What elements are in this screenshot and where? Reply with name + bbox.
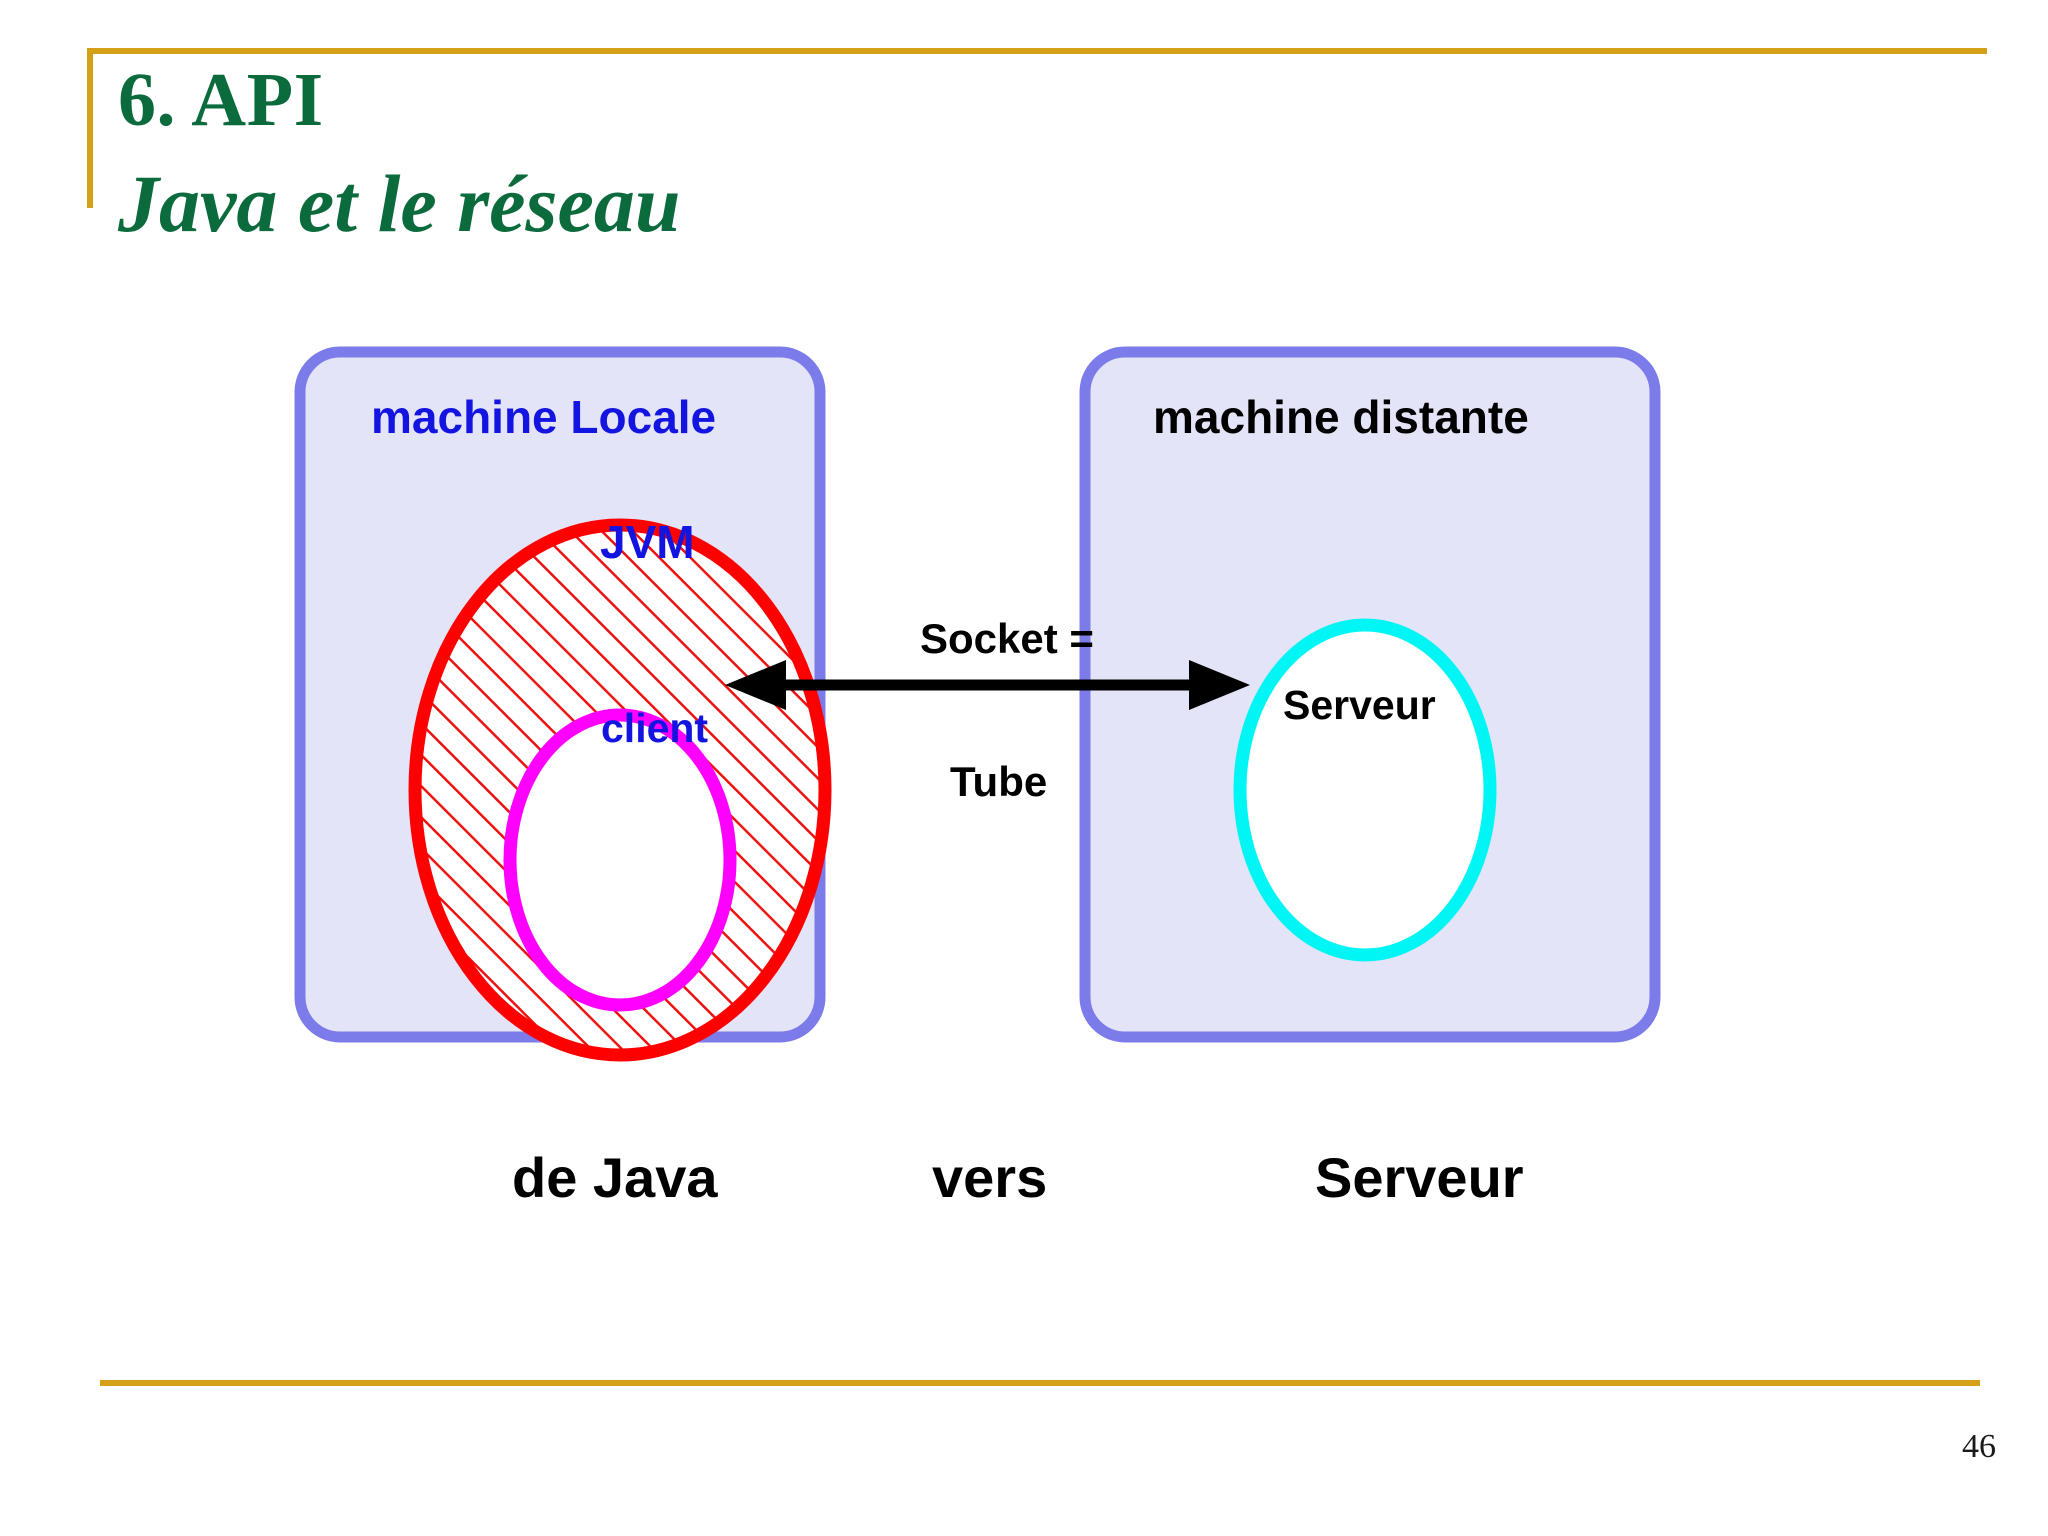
slide-frame-left-rule	[87, 48, 93, 208]
connector-top-label: Socket =	[920, 615, 1094, 662]
network-diagram: machine Locale JVM client machine distan…	[150, 330, 1910, 1350]
page-subtitle: Java et le réseau	[118, 158, 681, 249]
client-ellipse	[503, 708, 737, 1012]
page-number: 46	[1962, 1428, 1996, 1465]
remote-machine-label: machine distante	[1153, 391, 1529, 443]
server-ellipse	[1233, 618, 1497, 962]
caption-middle: vers	[932, 1146, 1048, 1209]
jvm-label: JVM	[600, 516, 695, 568]
local-machine-label: machine Locale	[371, 391, 717, 443]
title-block: 6. API Java et le réseau	[118, 58, 1518, 252]
slide-frame-top-rule	[87, 48, 1987, 54]
slide-frame-bottom-rule	[100, 1380, 1980, 1386]
diagram-graphics	[294, 346, 1661, 1062]
page-title: 6. API	[118, 58, 324, 142]
server-node-label: Serveur	[1283, 682, 1436, 728]
client-label: client	[601, 705, 709, 751]
socket-connector-arrow	[725, 660, 1250, 710]
caption-right: Serveur	[1315, 1146, 1524, 1209]
connector-bottom-label: Tube	[950, 758, 1048, 805]
caption-left: de Java	[512, 1146, 718, 1209]
